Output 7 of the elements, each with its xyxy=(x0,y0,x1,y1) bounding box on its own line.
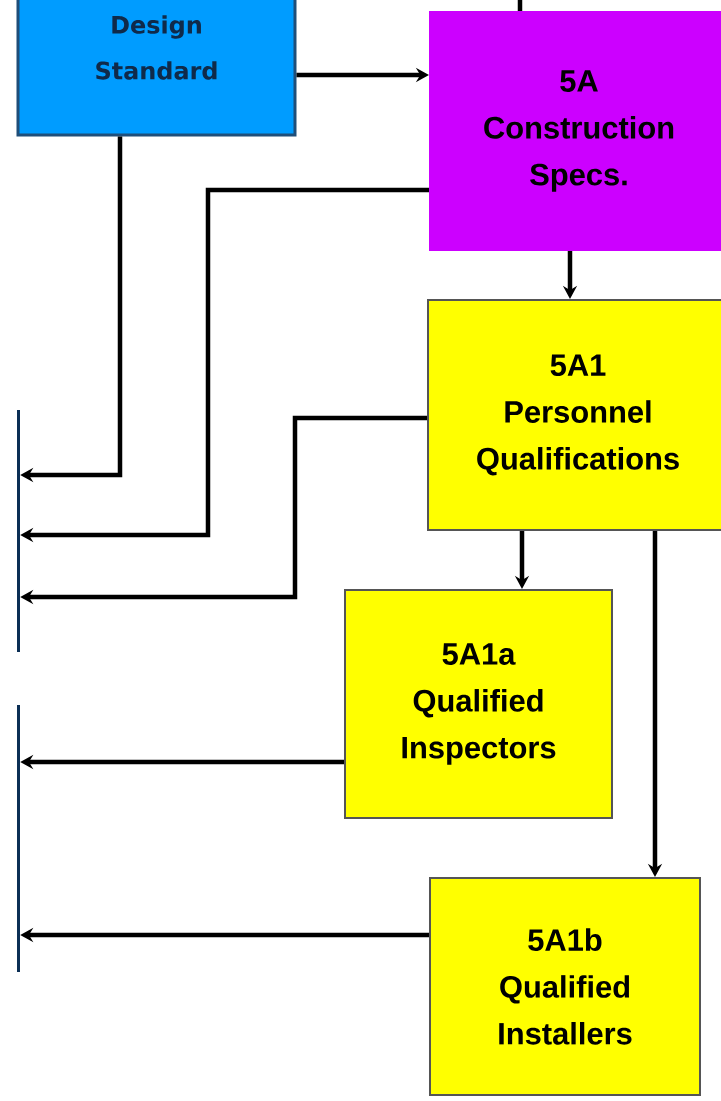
process-box: 5A1 Personnel Qualifications xyxy=(427,299,721,531)
process-box: 5A Construction Specs. xyxy=(429,11,721,251)
process-box: 5A1b Qualified Installers xyxy=(429,877,701,1096)
vertical-bar xyxy=(17,705,20,972)
standard-box: Design Standard xyxy=(16,0,297,137)
process-box: 5A1a Qualified Inspectors xyxy=(344,589,613,819)
vertical-bar xyxy=(17,410,20,652)
